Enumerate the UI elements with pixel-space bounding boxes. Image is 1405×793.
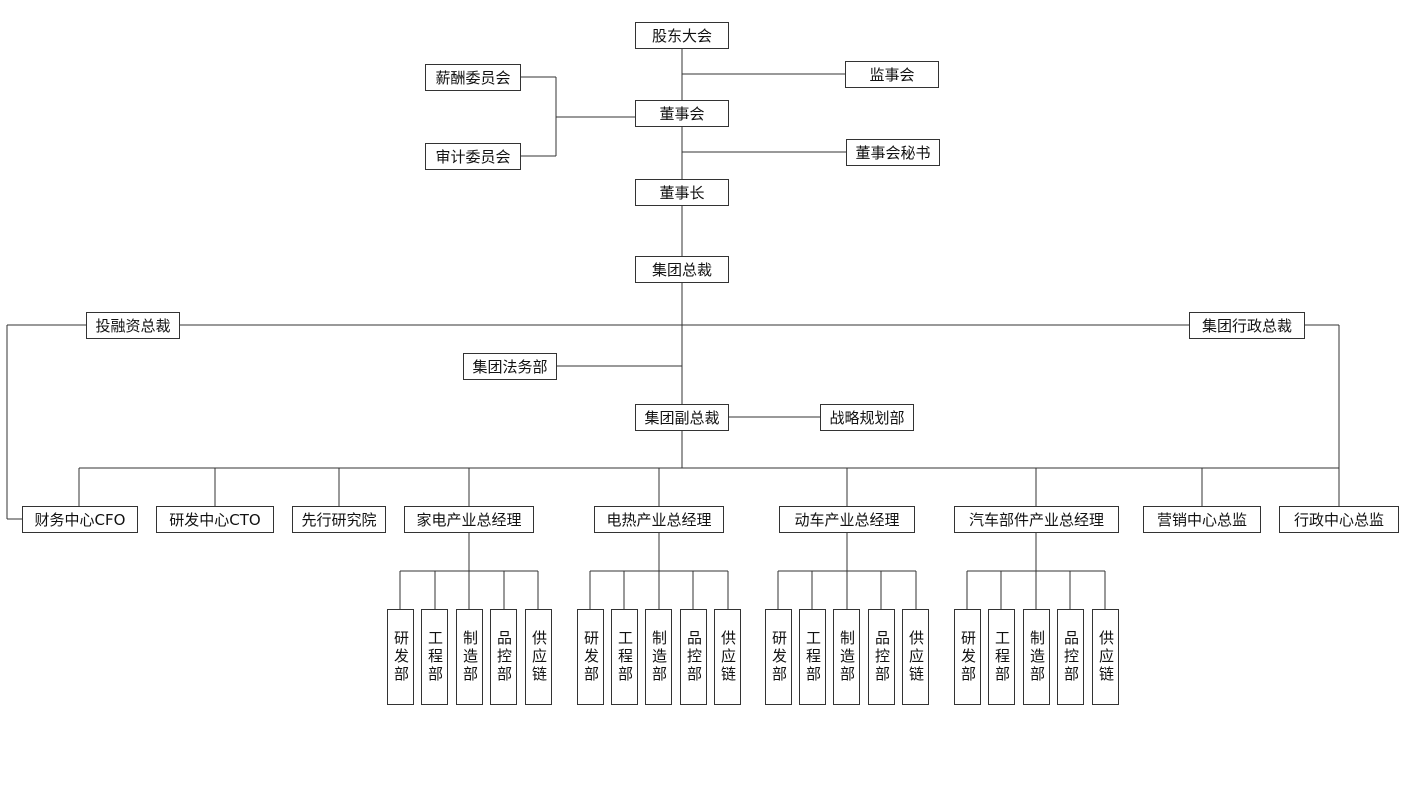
appliance-supply-chain: 供应链 <box>525 609 552 705</box>
emu-rd-dept: 研发部 <box>765 609 792 705</box>
heating-supply-chain: 供应链 <box>714 609 741 705</box>
node-legal: 集团法务部 <box>463 353 557 380</box>
node-appliance-gm: 家电产业总经理 <box>404 506 534 533</box>
emu-engineering-dept: 工程部 <box>799 609 826 705</box>
node-compensation-committee: 薪酬委员会 <box>425 64 521 91</box>
heating-rd-dept: 研发部 <box>577 609 604 705</box>
node-cfo: 财务中心CFO <box>22 506 138 533</box>
node-research-institute: 先行研究院 <box>292 506 386 533</box>
node-auto-parts-gm: 汽车部件产业总经理 <box>954 506 1119 533</box>
appliance-quality-dept: 品控部 <box>490 609 517 705</box>
auto-rd-dept: 研发部 <box>954 609 981 705</box>
appliance-rd-dept: 研发部 <box>387 609 414 705</box>
auto-engineering-dept: 工程部 <box>988 609 1015 705</box>
node-emu-gm: 动车产业总经理 <box>779 506 915 533</box>
node-strategy: 战略规划部 <box>820 404 914 431</box>
node-shareholders: 股东大会 <box>635 22 729 49</box>
heating-engineering-dept: 工程部 <box>611 609 638 705</box>
appliance-manufacturing-dept: 制造部 <box>456 609 483 705</box>
emu-quality-dept: 品控部 <box>868 609 895 705</box>
node-heating-gm: 电热产业总经理 <box>594 506 724 533</box>
node-supervisors: 监事会 <box>845 61 939 88</box>
node-admin-director: 行政中心总监 <box>1279 506 1399 533</box>
heating-manufacturing-dept: 制造部 <box>645 609 672 705</box>
node-admin-president: 集团行政总裁 <box>1189 312 1305 339</box>
node-group-president: 集团总裁 <box>635 256 729 283</box>
appliance-engineering-dept: 工程部 <box>421 609 448 705</box>
node-audit-committee: 审计委员会 <box>425 143 521 170</box>
auto-manufacturing-dept: 制造部 <box>1023 609 1050 705</box>
node-cto: 研发中心CTO <box>156 506 274 533</box>
auto-quality-dept: 品控部 <box>1057 609 1084 705</box>
emu-manufacturing-dept: 制造部 <box>833 609 860 705</box>
node-board: 董事会 <box>635 100 729 127</box>
node-chairman: 董事长 <box>635 179 729 206</box>
node-investment-president: 投融资总裁 <box>86 312 180 339</box>
node-vice-president: 集团副总裁 <box>635 404 729 431</box>
node-board-secretary: 董事会秘书 <box>846 139 940 166</box>
heating-quality-dept: 品控部 <box>680 609 707 705</box>
auto-supply-chain: 供应链 <box>1092 609 1119 705</box>
emu-supply-chain: 供应链 <box>902 609 929 705</box>
node-marketing-director: 营销中心总监 <box>1143 506 1261 533</box>
